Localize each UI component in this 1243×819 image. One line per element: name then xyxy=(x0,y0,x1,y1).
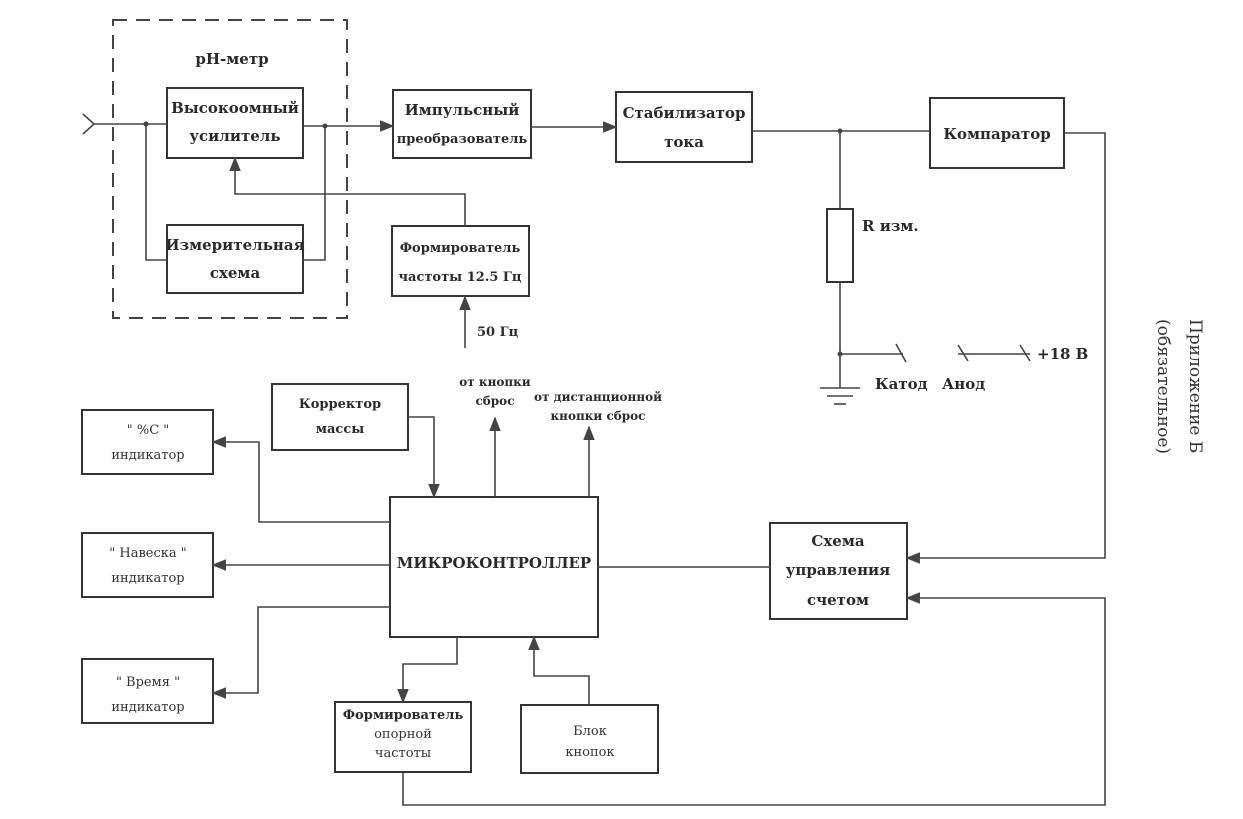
wire-ref-count xyxy=(402,592,1106,806)
ref-freq-former-block: Формирователь опорной частоты xyxy=(334,701,472,773)
label-reset-2: сброс xyxy=(475,394,514,408)
indicator-weight-label-2: индикатор xyxy=(111,571,184,586)
count-control-label-2: управления xyxy=(786,561,891,579)
microcontroller-block: МИКРОКОНТРОЛЛЕР xyxy=(389,496,599,638)
buttons-label-1: Блок xyxy=(573,724,607,739)
ref-freq-label-2: опорной xyxy=(374,727,432,742)
indicator-weight-label-1: " Навеска " xyxy=(109,546,186,561)
microcontroller-label: МИКРОКОНТРОЛЛЕР xyxy=(397,554,591,572)
pulse-label-2: преобразователь xyxy=(397,132,528,147)
stabilizer-block: Стабилизатор тока xyxy=(615,91,753,163)
freq-former-label-1: Формирователь xyxy=(400,241,521,256)
ph-meter-label: рН-метр xyxy=(195,50,268,68)
wire-mcu-ind-time xyxy=(211,606,390,699)
label-r-meas: R изм. xyxy=(862,217,919,235)
amplifier-label-2: усилитель xyxy=(189,127,280,145)
wires xyxy=(82,113,1106,806)
wire-mass-mcu xyxy=(408,416,440,499)
wire-amp-measuring xyxy=(303,126,326,261)
pulse-converter-block: Импульсный преобразователь xyxy=(392,89,532,159)
comparator-block: Компаратор xyxy=(929,97,1065,169)
freq-former-label-2: частоты 12.5 Гц xyxy=(399,270,522,285)
measuring-label-2: схема xyxy=(210,264,261,282)
wire-comp-count xyxy=(905,132,1106,564)
amplifier-label-1: Высокоомный xyxy=(171,99,299,117)
label-anode: Анод xyxy=(942,375,985,393)
indicator-c-label-2: индикатор xyxy=(111,448,184,463)
stabilizer-label-1: Стабилизатор xyxy=(623,104,746,122)
input-terminal xyxy=(82,113,96,135)
cathode-slash xyxy=(895,343,907,363)
ref-freq-label-1: Формирователь xyxy=(343,708,464,723)
buttons-block: Блок кнопок xyxy=(520,704,659,774)
mass-corrector-label-2: массы xyxy=(316,422,365,437)
measuring-block: Измерительная схема xyxy=(165,224,305,294)
pulse-label-1: Импульсный xyxy=(405,101,520,119)
count-control-label-3: счетом xyxy=(807,591,869,609)
annex-title: Приложение Б xyxy=(1185,319,1205,453)
buttons-label-2: кнопок xyxy=(565,745,614,760)
wire-input-measuring xyxy=(145,124,167,261)
indicator-c-label-1: " %С " xyxy=(127,423,170,438)
indicator-c-block: " %С " индикатор xyxy=(81,409,214,475)
label-remote-reset-1: от дистанционной xyxy=(534,390,662,404)
freq-former-block: Формирователь частоты 12.5 Гц xyxy=(391,225,530,297)
mass-corrector-label-1: Корректор xyxy=(299,397,381,412)
mass-corrector-block: Корректор массы xyxy=(271,383,409,451)
wire-buttons-mcu xyxy=(528,635,590,705)
label-reset-1: от кнопки xyxy=(459,375,531,389)
indicator-time-label-1: " Время " xyxy=(116,675,180,690)
resistor-r-meas xyxy=(826,208,854,283)
annex-subtitle: (обязательное) xyxy=(1153,319,1173,454)
count-control-label-1: Схема xyxy=(811,532,864,550)
label-50hz: 50 Гц xyxy=(477,325,519,340)
indicator-weight-block: " Навеска " индикатор xyxy=(81,532,214,598)
stabilizer-label-2: тока xyxy=(664,133,704,151)
comparator-label: Компаратор xyxy=(943,125,1050,143)
indicator-time-label-2: индикатор xyxy=(111,700,184,715)
measuring-label-1: Измерительная xyxy=(165,236,304,254)
node-amp-out xyxy=(322,123,328,129)
ph-meter-outline xyxy=(112,19,348,319)
anode-slash-1 xyxy=(957,344,969,362)
count-control-block: Схема управления счетом xyxy=(769,522,908,620)
label-remote-reset-2: кнопки сброс xyxy=(551,409,646,423)
wire-freq-amp xyxy=(229,156,466,226)
label-plus18: +18 В xyxy=(1037,345,1088,363)
anode-slash-2 xyxy=(1019,344,1031,362)
node-input xyxy=(143,121,149,127)
wire-mcu-ref xyxy=(397,637,458,704)
ref-freq-label-3: частоты xyxy=(375,746,431,761)
indicator-time-block: " Время " индикатор xyxy=(81,658,214,724)
wire-mcu-ind-c xyxy=(211,436,390,523)
amplifier-block: Высокоомный усилитель xyxy=(166,87,304,159)
label-cathode: Катод xyxy=(875,375,928,393)
